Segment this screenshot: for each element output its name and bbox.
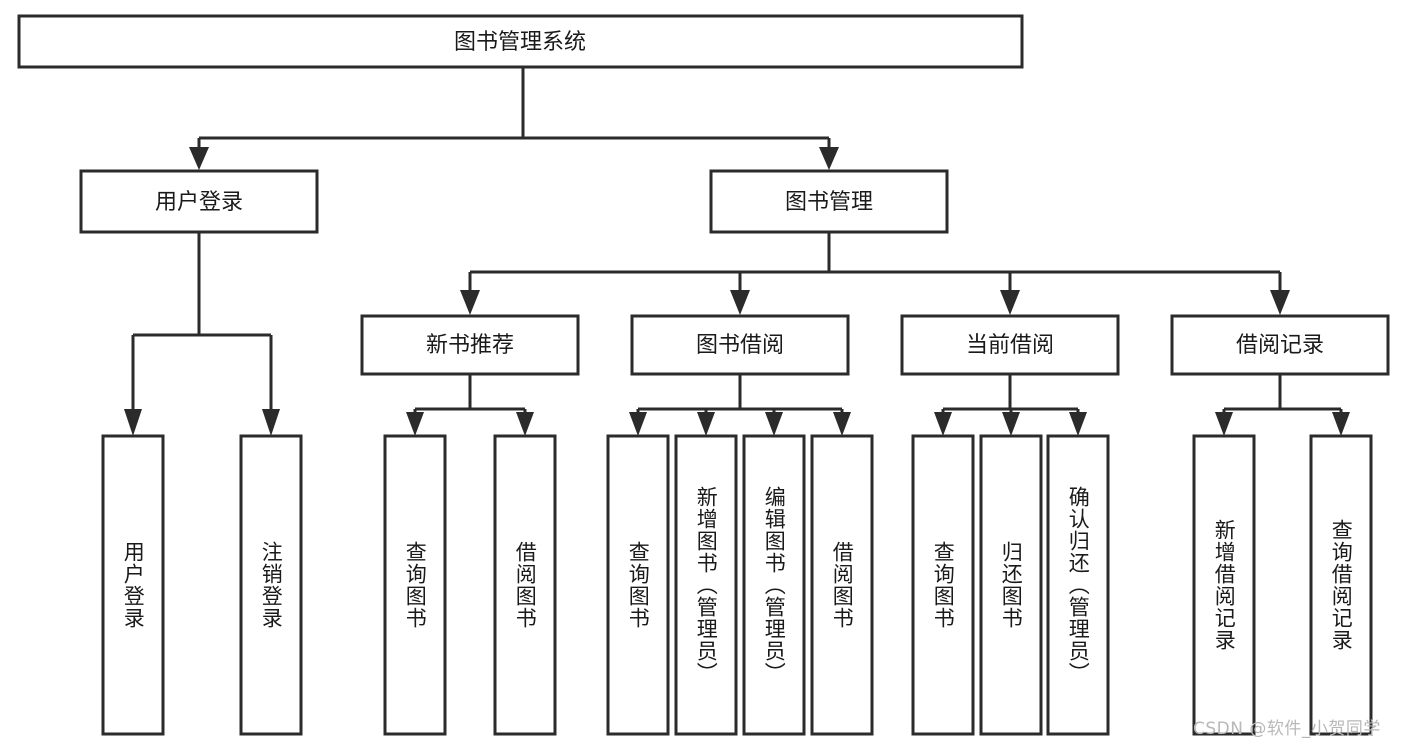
node-book-borrow-label: 图书借阅	[696, 333, 784, 358]
node-new-book-recommend[interactable]	[360, 314, 580, 376]
arrowhead-to-current-borrow	[1000, 290, 1020, 315]
node-book-manage[interactable]	[709, 169, 949, 234]
arrowhead-to-new-book-recommend	[460, 290, 480, 315]
arrowhead-leaf-return-book	[1002, 412, 1020, 436]
leafbox-logout-login[interactable]	[239, 434, 303, 736]
arrowhead-leaf-edit-book	[765, 412, 783, 436]
arrowhead-leaf-add-book	[697, 412, 715, 436]
node-book-borrow[interactable]	[630, 314, 850, 376]
leafbox-add-record[interactable]	[1192, 434, 1256, 736]
leafbox-return-book[interactable]	[979, 434, 1043, 736]
leafbox-add-book[interactable]	[674, 434, 738, 736]
arrowhead-leaf-confirm-return	[1069, 412, 1087, 436]
leafbox-query-record[interactable]	[1309, 434, 1373, 736]
arrowhead-to-book-borrow	[730, 290, 750, 315]
leafbox-user-login[interactable]	[101, 434, 165, 736]
arrowhead-leaf-query-book-3	[934, 412, 952, 436]
arrowhead-leaf-borrow-book-1	[516, 412, 534, 436]
arrowhead-leaf-query-book-2	[629, 412, 647, 436]
leafbox-query-book-2[interactable]	[606, 434, 670, 736]
arrowhead-leaf-add-record	[1215, 412, 1233, 436]
arrowhead-leaf-query-book-1	[406, 412, 424, 436]
arrowhead-leaf-borrow-book-2	[833, 412, 851, 436]
arrowhead-to-book-manage	[819, 147, 839, 170]
leafbox-borrow-book-1[interactable]	[493, 434, 557, 736]
node-user-login-label: 用户登录	[155, 190, 243, 215]
node-new-book-recommend-label: 新书推荐	[426, 333, 514, 358]
node-borrow-record-label: 借阅记录	[1236, 333, 1324, 358]
leafbox-borrow-book-2[interactable]	[810, 434, 874, 736]
arrowhead-leaf-logout-login	[262, 409, 280, 436]
leafbox-edit-book[interactable]	[742, 434, 806, 736]
arrowhead-leaf-user-login	[124, 409, 142, 436]
node-book-manage-label: 图书管理	[785, 190, 873, 215]
csdn-watermark: CSDN @软件_小贺同学	[1193, 719, 1381, 739]
node-current-borrow[interactable]	[900, 314, 1120, 376]
node-current-borrow-label: 当前借阅	[966, 333, 1054, 358]
node-root-label: 图书管理系统	[454, 30, 586, 55]
arrowhead-to-user-login	[189, 147, 209, 170]
leafbox-query-book-1[interactable]	[383, 434, 447, 736]
node-borrow-record[interactable]	[1170, 314, 1390, 376]
node-root[interactable]	[17, 14, 1024, 69]
leafbox-confirm-return[interactable]	[1046, 434, 1110, 736]
arrowhead-to-borrow-record	[1270, 290, 1290, 315]
arrowhead-leaf-query-record	[1332, 412, 1350, 436]
leafbox-query-book-3[interactable]	[911, 434, 975, 736]
